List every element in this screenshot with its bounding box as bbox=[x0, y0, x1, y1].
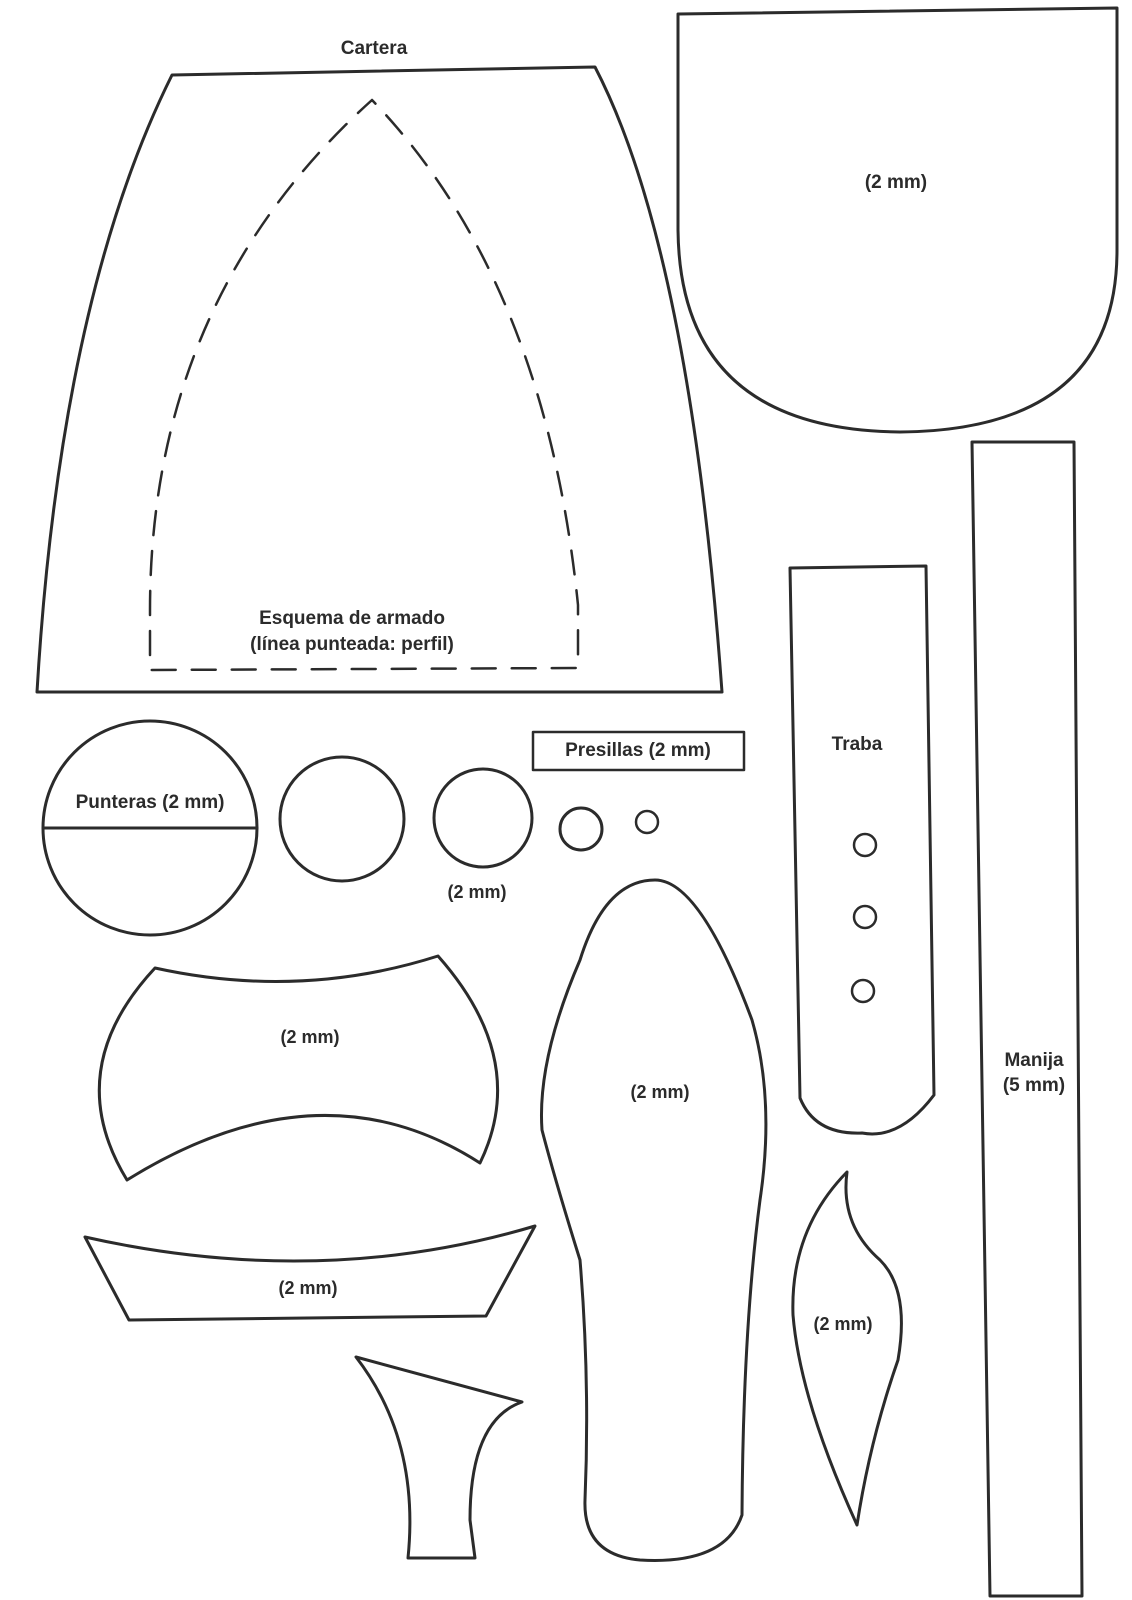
assembly-dashed-profile bbox=[148, 98, 580, 672]
traba-hole bbox=[852, 832, 878, 858]
presillas-label: Presillas (2 mm) bbox=[565, 740, 711, 761]
presillas-outline bbox=[531, 730, 746, 772]
circle-small bbox=[558, 806, 604, 852]
heel-piece bbox=[354, 1355, 524, 1560]
circle-medium bbox=[432, 767, 534, 869]
strip-piece: (2 mm) bbox=[83, 1224, 537, 1322]
punteras-piece: Punteras (2 mm) bbox=[41, 719, 259, 937]
traba-hole bbox=[850, 978, 876, 1004]
sole-outline bbox=[540, 878, 768, 1562]
manija-piece: Manija (5 mm) bbox=[970, 440, 1084, 1598]
bow-piece: (2 mm) bbox=[97, 954, 500, 1182]
punteras-label: Punteras (2 mm) bbox=[76, 792, 225, 813]
flap-outline bbox=[676, 6, 1119, 434]
manija-outline bbox=[970, 440, 1084, 1598]
circle-large bbox=[278, 755, 406, 883]
esquema-line-2: (línea punteada: perfil) bbox=[250, 634, 454, 655]
leaf-piece: (2 mm) bbox=[791, 1170, 903, 1527]
bow-outline bbox=[97, 954, 500, 1182]
heel-outline bbox=[354, 1355, 524, 1560]
esquema-line-1: Esquema de armado bbox=[259, 608, 445, 629]
cartera-title: Cartera bbox=[341, 38, 408, 59]
strip-label: (2 mm) bbox=[278, 1278, 337, 1298]
traba-outline bbox=[788, 564, 936, 1136]
sole-piece: (2 mm) bbox=[540, 878, 768, 1562]
cartera-outline bbox=[35, 65, 724, 694]
manija-line-2: (5 mm) bbox=[1003, 1075, 1065, 1096]
presillas-piece: Presillas (2 mm) bbox=[531, 730, 746, 772]
circle-tiny bbox=[634, 809, 660, 835]
circles-group: (2 mm) bbox=[278, 755, 660, 902]
manija-line-1: Manija bbox=[1004, 1050, 1064, 1071]
traba-hole bbox=[852, 904, 878, 930]
leaf-label: (2 mm) bbox=[813, 1314, 872, 1334]
traba-piece: Traba bbox=[788, 564, 936, 1136]
flap-piece: (2 mm) bbox=[676, 6, 1119, 434]
leaf-outline bbox=[791, 1170, 903, 1527]
flap-label: (2 mm) bbox=[865, 172, 927, 193]
sole-label: (2 mm) bbox=[630, 1082, 689, 1102]
traba-label: Traba bbox=[832, 734, 883, 755]
cartera-piece: Cartera Esquema de armado (línea puntead… bbox=[35, 38, 724, 694]
circles-label: (2 mm) bbox=[447, 882, 506, 902]
bow-label: (2 mm) bbox=[280, 1027, 339, 1047]
strip-outline bbox=[83, 1224, 537, 1322]
